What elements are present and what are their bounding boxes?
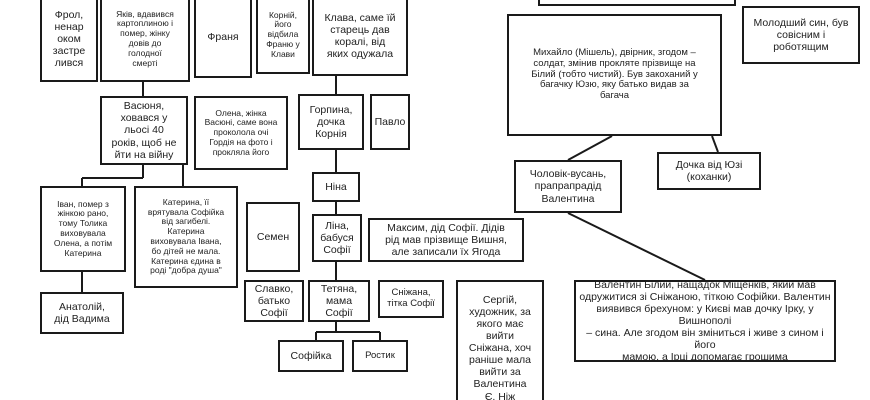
node-sofiyka-label: Софійка [290,349,332,362]
node-rostyk: Ростик [352,340,408,372]
node-nina-label: Ніна [325,180,347,193]
node-daughter-yuzya: Дочка від Юзі (коханки) [657,152,761,190]
node-semen-label: Семен [256,230,290,243]
node-younger-son: Молодший син, був совісним і роботящим [742,6,860,64]
node-horpyna-label: Горпина, дочка Корнія [309,103,353,141]
node-sofiyka: Софійка [278,340,344,372]
node-rostyk-label: Ростик [365,349,395,361]
node-yakiv-label: Яків, вдавився картоплиною і помер, жінк… [116,8,174,68]
node-maksym-label: Максим, дід Софії. Дідів рід мав прізвищ… [385,221,507,259]
node-olena: Олена, жінка Васюні, саме вона проколола… [194,96,288,170]
node-franya-label: Франя [207,30,239,43]
node-ivan-label: Іван, помер з жінкою рано, тому Толика в… [53,198,113,258]
node-younger-son-label: Молодший син, був совісним і роботящим [753,16,849,54]
node-serhiy-label: Сергій, художник, за якого має вийти Сні… [468,294,532,400]
node-franya: Франя [194,0,252,78]
node-ivan: Іван, помер з жінкою рано, тому Толика в… [40,186,126,272]
node-serhiy: Сергій, художник, за якого має вийти Сні… [456,280,544,400]
node-slavko: Славко, батько Софії [244,280,304,322]
node-tetyana: Тетяна, мама Софії [308,280,370,322]
node-kateryna: Катерина, її врятувала Софійка від загиб… [134,186,238,288]
node-kateryna-label: Катерина, її врятувала Софійка від загиб… [147,196,225,276]
node-mykhailo: Михайло (Мішель), двірник, згодом – солд… [507,14,722,136]
node-top-cut [538,0,736,6]
node-slavko-label: Славко, батько Софії [254,282,294,320]
node-snizhana-label: Сніжана, тітка Софії [387,287,435,309]
node-yakiv: Яків, вдавився картоплиною і помер, жінк… [100,0,190,82]
node-daughter-yuzya-label: Дочка від Юзі (коханки) [675,158,743,183]
node-pavlo-label: Павло [374,115,406,128]
node-klava-label: Клава, саме їй старець дав коралі, від я… [324,11,396,61]
node-vasyunya: Васюня, ховався у льосі 40 років, щоб не… [100,96,188,165]
node-pavlo: Павло [370,94,410,150]
node-mykhailo-label: Михайло (Мішель), двірник, згодом – солд… [531,46,698,102]
node-korniy-label: Корній, його відбила Франю у Клави [266,9,300,59]
node-anatoliy-label: Анатолій, дід Вадима [54,300,110,325]
node-anatoliy: Анатолій, дід Вадима [40,292,124,334]
node-frol: Фрол, ненар оком застре лився [40,0,98,82]
node-lina-label: Ліна, бабуся Софії [320,219,354,257]
node-semen: Семен [246,202,300,272]
node-lina: Ліна, бабуся Софії [312,214,362,262]
node-tetyana-label: Тетяна, мама Софії [320,282,358,320]
node-olena-label: Олена, жінка Васюні, саме вона проколола… [204,107,278,157]
node-husband-mustache: Чоловік-вусань, прапрапрадід Валентина [514,160,622,213]
node-valentyn-label: Валентин Білий, нащадок Міщенків, який м… [579,280,831,362]
node-nina: Ніна [312,172,360,202]
node-korniy: Корній, його відбила Франю у Клави [256,0,310,74]
node-snizhana: Сніжана, тітка Софії [378,280,444,318]
node-klava: Клава, саме їй старець дав коралі, від я… [312,0,408,76]
node-maksym: Максим, дід Софії. Дідів рід мав прізвищ… [368,218,524,262]
node-valentyn: Валентин Білий, нащадок Міщенків, який м… [574,280,836,362]
node-frol-label: Фрол, ненар оком застре лився [52,8,86,70]
node-husband-mustache-label: Чоловік-вусань, прапрапрадід Валентина [529,168,607,205]
node-horpyna: Горпина, дочка Корнія [298,94,364,150]
node-vasyunya-label: Васюня, ховався у льосі 40 років, щоб не… [111,100,177,161]
